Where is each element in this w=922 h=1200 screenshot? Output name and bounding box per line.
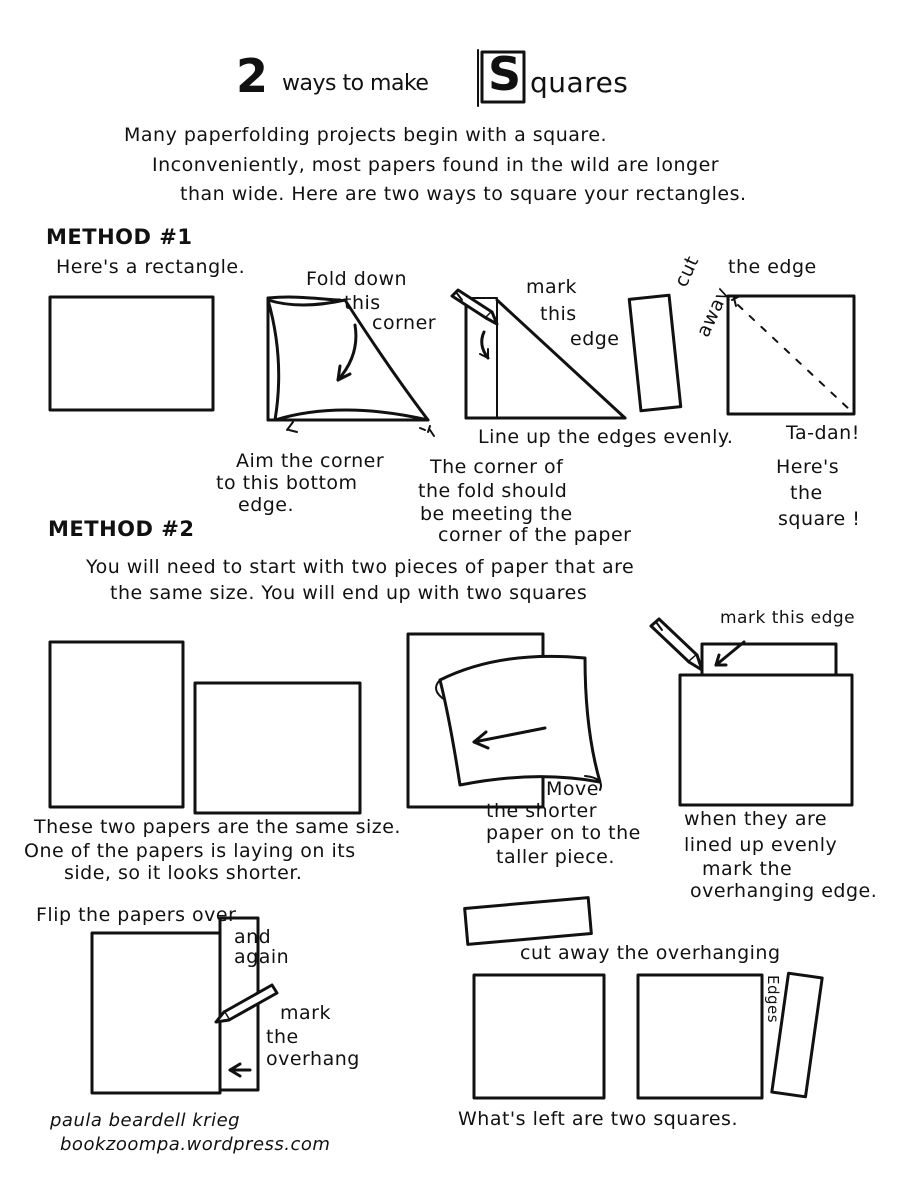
method2-heading: METHOD #2	[48, 517, 195, 541]
m1-fold-diagram	[266, 295, 435, 437]
m1-tadan-label-4: square !	[778, 508, 861, 530]
m2-wide-paper	[193, 681, 362, 815]
m1-aim-label-3: edge.	[238, 494, 295, 516]
title-end: quares	[530, 66, 629, 99]
m2-mark-overhang-label-2: the	[266, 1026, 299, 1048]
credit-author: paula beardell krieg	[50, 1110, 241, 1131]
m1-pencil-icon	[450, 288, 499, 326]
m2-tall-paper	[48, 640, 185, 809]
m2-move-label-4: taller piece.	[496, 846, 615, 868]
m2-intro-line-1: You will need to start with two pieces o…	[86, 556, 635, 578]
m2-lined-up-label-1: when they are	[684, 808, 828, 830]
m1-tadan-label-2: Here's	[776, 456, 840, 478]
method1-heading: METHOD #1	[46, 225, 193, 249]
m2-move-diagram	[406, 632, 602, 809]
m1-corner-label-2: the fold should	[418, 480, 568, 502]
m2-flip-label-2: and	[234, 926, 272, 948]
m2-mark-diagram	[649, 617, 854, 807]
m2-move-label-2: the shorter	[486, 800, 598, 822]
m2-flip-label-3: again	[234, 946, 290, 968]
m1-aim-label-2: to this bottom	[216, 472, 358, 494]
m2-cut-overhang-label: cut away the overhanging	[520, 942, 781, 964]
m1-corner-label-1: The corner of	[430, 456, 564, 478]
m2-square-right	[636, 973, 764, 1100]
m1-final-square	[726, 294, 856, 416]
intro-line-1: Many paperfolding projects begin with a …	[124, 124, 608, 146]
m2-mark-overhang-label-3: overhang	[266, 1048, 360, 1070]
m2-overhang-diagram	[90, 916, 279, 1095]
m2-square-left	[472, 973, 606, 1100]
m1-mark-label-3: edge	[570, 328, 620, 350]
m1-tadan-label-3: the	[790, 482, 823, 504]
m2-same-size-label-1: These two papers are the same size.	[34, 816, 401, 838]
m1-fold-label-3: corner	[372, 312, 437, 334]
m2-lined-up-label-3: mark the	[702, 858, 793, 880]
m2-overhang-pencil-icon	[214, 983, 279, 1024]
m2-edges-label: Edges	[764, 975, 782, 1024]
m1-rectangle	[48, 295, 215, 412]
m1-corner-label-4: corner of the paper	[438, 524, 632, 546]
m2-flip-label-1: Flip the papers over	[36, 904, 237, 926]
m2-move-label-3: paper on to the	[486, 822, 641, 844]
intro-line-3: than wide. Here are two ways to square y…	[180, 183, 747, 205]
m2-same-size-label-3: side, so it looks shorter.	[64, 862, 303, 884]
title-number: 2	[236, 49, 269, 103]
m2-lined-up-label-2: lined up evenly	[684, 834, 838, 856]
m1-mark-label-2: this	[540, 303, 577, 325]
title-letter: S	[488, 47, 522, 101]
m1-fold-label-2: this	[344, 292, 381, 314]
m2-pencil-icon	[649, 617, 704, 672]
m1-the-edge-label: the edge	[728, 256, 817, 278]
m1-corner-label-3: be meeting the	[420, 503, 573, 525]
title-text: ways to make	[282, 71, 429, 96]
m1-mark-diagram	[450, 288, 627, 420]
m1-rectangle-label: Here's a rectangle.	[56, 256, 246, 278]
m2-whats-left-label: What's left are two squares.	[458, 1108, 738, 1130]
m1-cut-strip	[627, 293, 683, 413]
m2-cut-strip	[463, 896, 593, 946]
m1-line-up-label: Line up the edges evenly.	[478, 426, 734, 448]
m1-aim-label-1: Aim the corner	[236, 450, 385, 472]
m1-fold-label-1: Fold down	[306, 268, 408, 290]
intro-line-2: Inconveniently, most papers found in the…	[152, 154, 720, 176]
m1-mark-label-1: mark	[526, 276, 577, 298]
m2-edge-strip	[770, 971, 824, 1099]
title-s-box	[477, 49, 526, 107]
m1-tadan-label-1: Ta-dan!	[786, 422, 860, 444]
m2-mark-overhang-label-1: mark	[280, 1002, 331, 1024]
m2-mark-this-edge-label: mark this edge	[720, 608, 856, 628]
m2-move-label-1: Move	[546, 778, 599, 800]
credit-site: bookzoompa.wordpress.com	[60, 1134, 331, 1155]
m2-lined-up-label-4: overhanging edge.	[690, 880, 878, 902]
m2-intro-line-2: the same size. You will end up with two …	[110, 582, 588, 604]
m2-same-size-label-2: One of the papers is laying on its	[24, 840, 356, 862]
